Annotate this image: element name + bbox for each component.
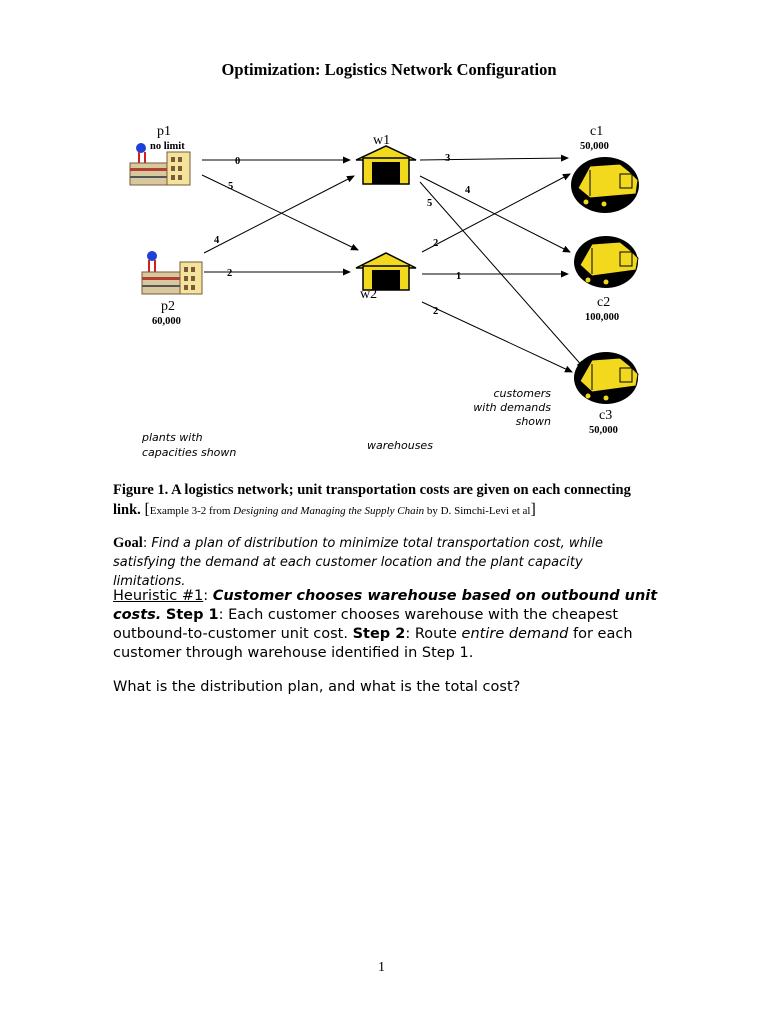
caption-bold-text: Figure 1. A logistics network; unit tran… <box>113 482 631 518</box>
plant-p2-name: p2 <box>161 299 175 314</box>
goal-text: Find a plan of distribution to minimize … <box>113 536 604 589</box>
warehouse-icon <box>355 145 417 185</box>
edge-cost-labels: 0 5 4 2 3 4 5 2 1 2 <box>214 153 471 317</box>
customer-c3-name: c3 <box>599 408 612 423</box>
edge-p2-w1 <box>203 175 355 254</box>
customer-c2-demand: 100,000 <box>585 312 619 323</box>
page-number: 1 <box>378 960 385 975</box>
note-plants-line2: capacities shown <box>142 446 236 459</box>
heuristic-title: Customer chooses warehouse based on outb… <box>113 588 658 623</box>
warehouse-w1: w1 <box>355 133 417 185</box>
cost-p2-w1: 4 <box>214 235 220 246</box>
edge-w1-c1 <box>419 154 569 162</box>
warehouse-icon <box>355 252 417 291</box>
edge-w2-c3 <box>421 301 573 373</box>
caption-source-prefix: Example 3-2 from <box>149 505 234 517</box>
note-customers-line3: shown <box>516 415 551 428</box>
factory-icon <box>129 143 191 186</box>
goal-paragraph: Goal: Find a plan of distribution to min… <box>113 534 658 591</box>
customer-c1: c1 50,000 <box>571 124 639 213</box>
plant-p1-name: p1 <box>157 124 171 139</box>
note-warehouses: warehouses <box>367 439 433 452</box>
customer-c1-demand: 50,000 <box>580 141 609 152</box>
customer-c2-name: c2 <box>597 295 610 310</box>
warehouse-w2: w2 <box>355 252 417 302</box>
heuristic-paragraph: Heuristic #1: Customer chooses warehouse… <box>113 587 658 663</box>
note-customers-line1: customers <box>493 387 551 400</box>
figure-caption: Figure 1. A logistics network; unit tran… <box>113 481 658 521</box>
edge-w2-c1 <box>421 173 571 253</box>
store-icon <box>574 236 639 288</box>
edge-w1-c3 <box>419 181 585 369</box>
caption-source-book: Designing and Managing the Supply Chain <box>233 505 425 517</box>
goal-label: Goal <box>113 535 143 551</box>
note-customers-line2: with demands <box>473 401 551 414</box>
customer-c1-name: c1 <box>590 124 603 139</box>
goal-separator: : <box>142 536 152 551</box>
diagram-notes: plants with capacities shown warehouses … <box>141 387 551 459</box>
store-icon <box>571 157 639 213</box>
cost-p1-w2: 5 <box>228 181 233 192</box>
warehouse-w1-name: w1 <box>373 133 390 148</box>
cost-p2-w2: 2 <box>227 268 232 279</box>
step2-text-a: : Route <box>405 626 462 642</box>
cost-w1-c1: 3 <box>445 153 450 164</box>
step2-italic: entire demand <box>461 626 569 642</box>
plant-p1-capacity: no limit <box>150 141 185 152</box>
caption-bracket-open: [ <box>144 501 150 518</box>
factory-icon <box>141 251 203 295</box>
heuristic-label: Heuristic #1 <box>113 588 204 604</box>
store-icon <box>574 352 639 404</box>
edge-p1-w2 <box>201 174 359 251</box>
cost-p1-w1: 0 <box>235 156 240 167</box>
note-plants-line1: plants with <box>141 431 203 444</box>
logistics-network-diagram: 0 5 4 2 3 4 5 2 1 2 p1 no limit <box>129 124 639 459</box>
heuristic-separator: : <box>203 588 213 604</box>
cost-w2-c1: 2 <box>433 238 438 249</box>
cost-w2-c2: 1 <box>456 271 461 282</box>
customer-c3: c3 50,000 <box>574 352 639 436</box>
step1-label: Step 1 <box>165 607 219 623</box>
plant-p1: p1 no limit <box>129 124 191 186</box>
customer-c2: c2 100,000 <box>574 236 639 323</box>
warehouse-w2-name: w2 <box>360 287 377 302</box>
cost-w1-c2: 4 <box>465 185 471 196</box>
step2-label: Step 2 <box>352 626 406 642</box>
document-title: Optimization: Logistics Network Configur… <box>221 60 557 79</box>
plant-p2: p2 60,000 <box>141 251 203 327</box>
cost-w2-c3: 2 <box>433 306 438 317</box>
question-text: What is the distribution plan, and what … <box>113 679 521 695</box>
caption-source-suffix: by D. Simchi-Levi et al <box>424 505 531 517</box>
caption-bracket-close: ] <box>530 501 536 518</box>
step2-text-b: for each customer through warehouse iden… <box>113 626 633 661</box>
edges <box>201 154 585 373</box>
step1-text: : Each customer chooses warehouse with t… <box>113 607 619 642</box>
cost-w1-c3: 5 <box>427 198 432 209</box>
plant-p2-capacity: 60,000 <box>152 316 181 327</box>
customer-c3-demand: 50,000 <box>589 425 618 436</box>
